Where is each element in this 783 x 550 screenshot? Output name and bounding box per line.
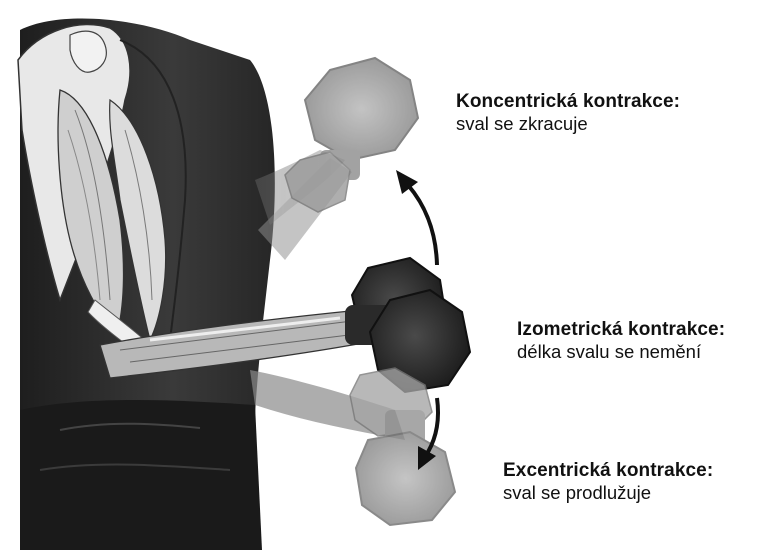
concentric-contraction-label: Koncentrická kontrakce: sval se zkracuje: [456, 90, 680, 136]
isometric-description: délka svalu se nemění: [517, 341, 725, 364]
dumbbell-concentric: [285, 58, 418, 212]
isometric-contraction-label: Izometrická kontrakce: délka svalu se ne…: [517, 318, 725, 364]
dumbbell-eccentric: [350, 368, 455, 525]
isometric-title: Izometrická kontrakce:: [517, 318, 725, 341]
eccentric-contraction-label: Excentrická kontrakce: sval se prodlužuj…: [503, 459, 713, 505]
concentric-description: sval se zkracuje: [456, 113, 680, 136]
eccentric-description: sval se prodlužuje: [503, 482, 713, 505]
arrow-up-icon: [396, 170, 437, 265]
dumbbell-isometric: [345, 258, 470, 392]
eccentric-title: Excentrická kontrakce:: [503, 459, 713, 482]
concentric-title: Koncentrická kontrakce:: [456, 90, 680, 113]
